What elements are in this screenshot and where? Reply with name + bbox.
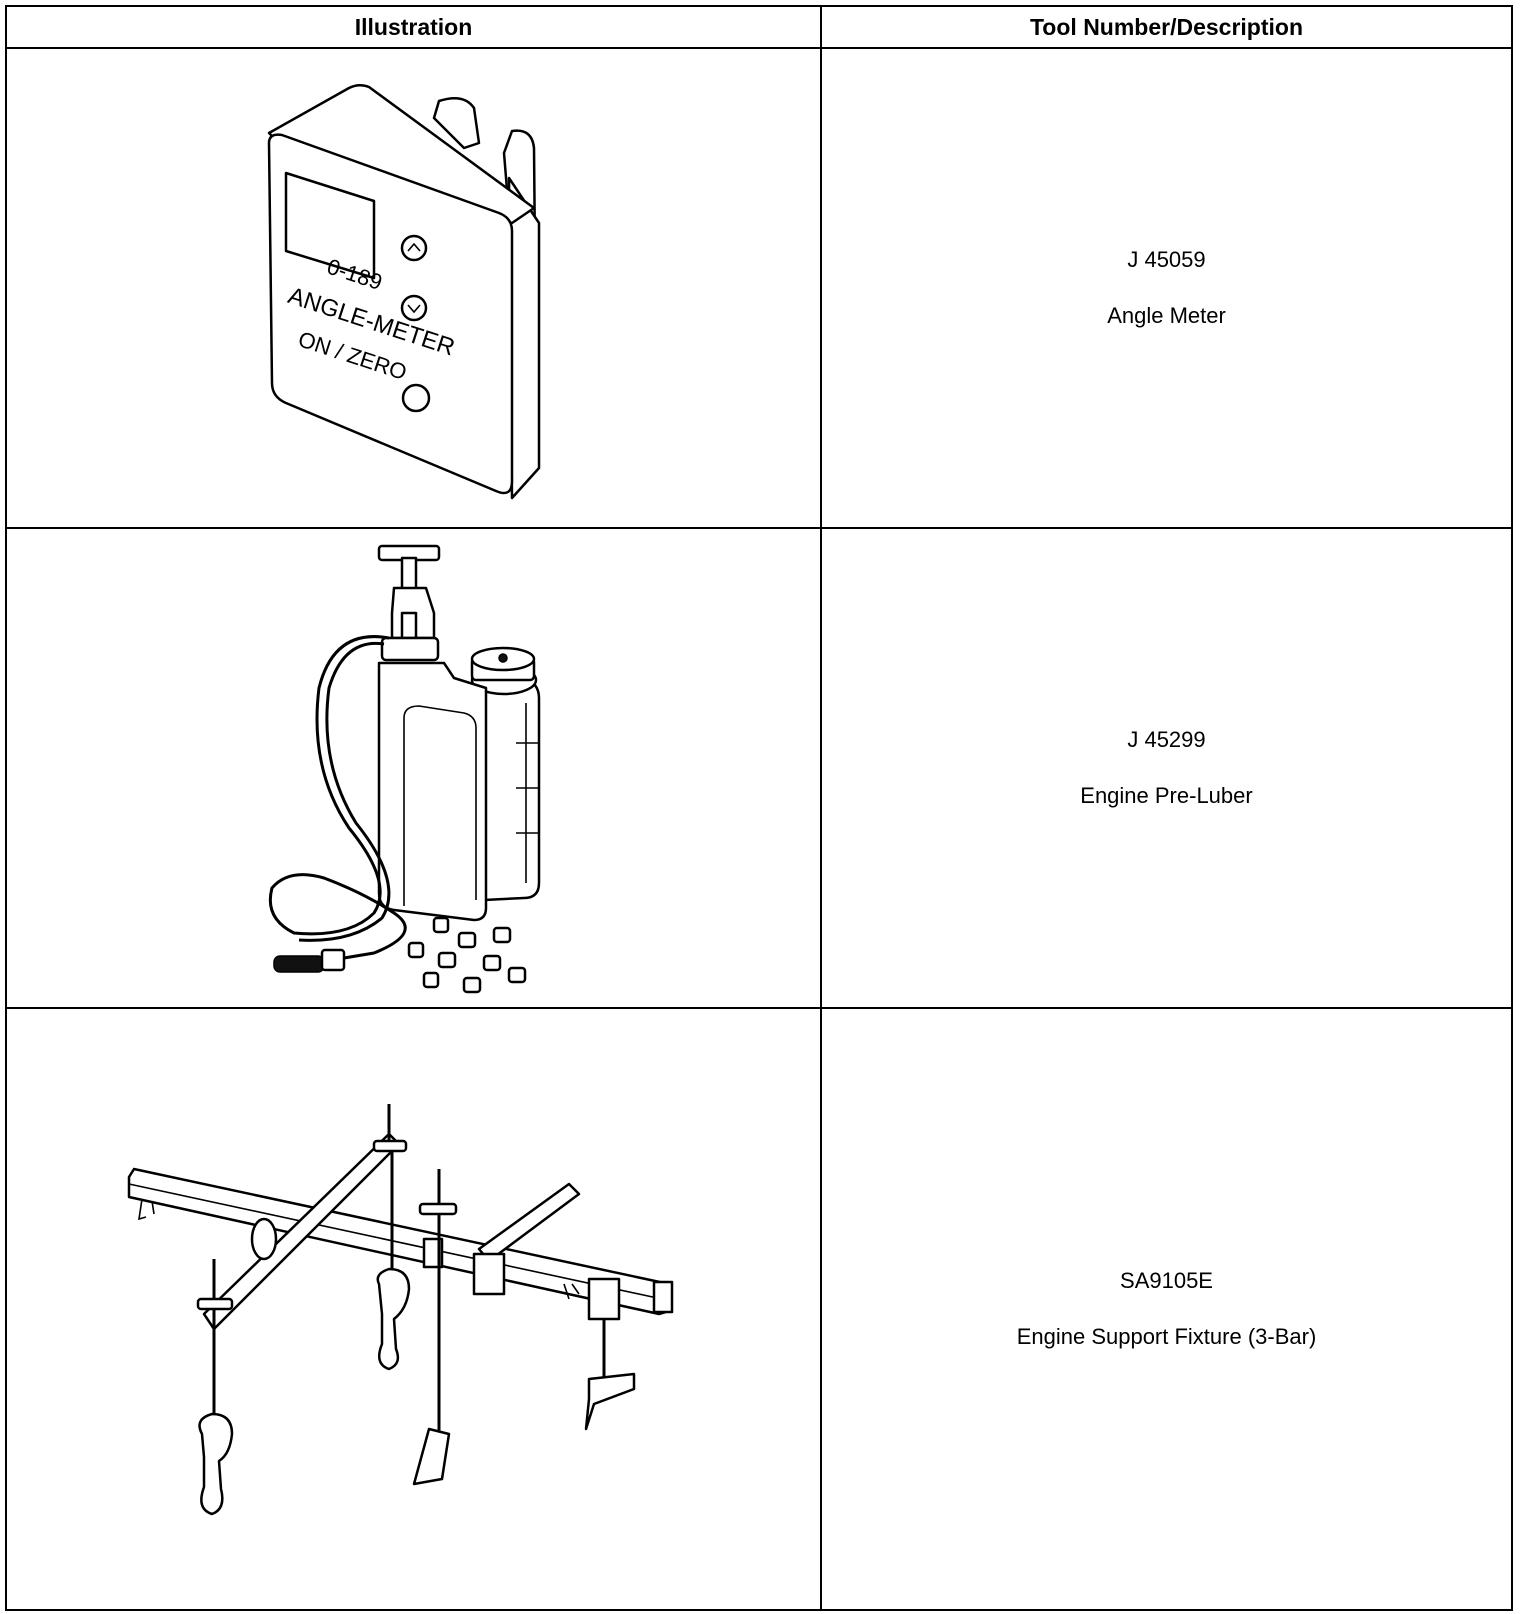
illustration-cell	[5, 1007, 822, 1611]
tool-description: Engine Pre-Luber	[1080, 783, 1253, 808]
description-cell: J 45059 Angle Meter	[820, 47, 1513, 529]
table-row: 0-189 ANGLE-METER ON / ZERO J 45059 Angl…	[5, 47, 1513, 529]
description-cell: J 45299 Engine Pre-Luber	[820, 527, 1513, 1009]
description-cell: SA9105E Engine Support Fixture (3-Bar)	[820, 1007, 1513, 1611]
description-column-header: Tool Number/Description	[820, 5, 1513, 49]
engine-pre-luber-icon	[268, 544, 540, 994]
angle-meter-icon: 0-189 ANGLE-METER ON / ZERO	[267, 84, 540, 500]
tool-description: Engine Support Fixture (3-Bar)	[1016, 1324, 1317, 1349]
illustration-column-header: Illustration	[5, 5, 822, 49]
tool-description: Angle Meter	[1107, 303, 1226, 328]
tool-number: J 45059	[1127, 247, 1206, 272]
table-row: J 45299 Engine Pre-Luber	[5, 527, 1513, 1009]
table-row: SA9105E Engine Support Fixture (3-Bar)	[5, 1007, 1513, 1611]
tool-number: J 45299	[1127, 727, 1206, 752]
engine-support-fixture-icon	[127, 1104, 673, 1516]
illustration-cell: 0-189 ANGLE-METER ON / ZERO	[5, 47, 822, 529]
special-tools-table: Illustration Tool Number/Description	[5, 5, 1513, 1611]
tool-number: SA9105E	[1120, 1268, 1213, 1293]
table-header-row: Illustration Tool Number/Description	[5, 5, 1513, 49]
illustration-cell	[5, 527, 822, 1009]
